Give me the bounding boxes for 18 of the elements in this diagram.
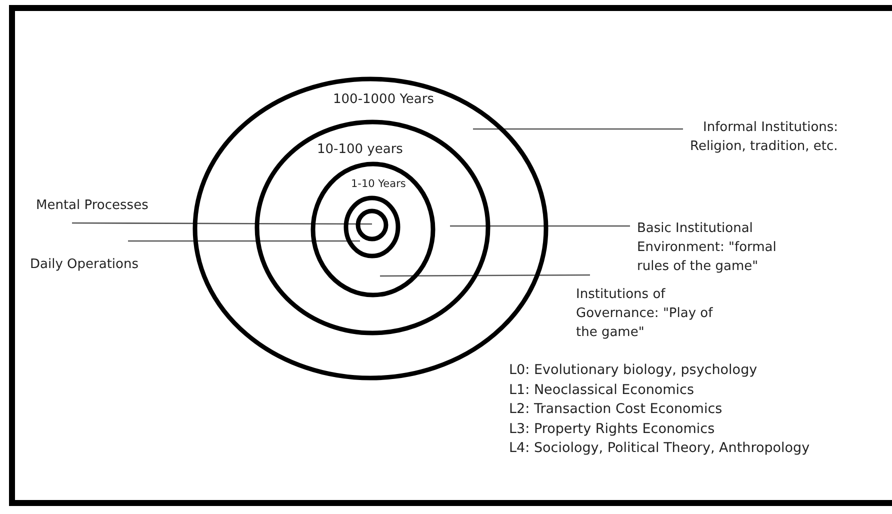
time-scale-label: 1-10 Years: [351, 177, 406, 192]
leader-line: [72, 222, 372, 225]
time-scale-label: 10-100 years: [317, 141, 403, 158]
list-item: L1: Neoclassical Economics: [509, 382, 694, 398]
leader-line: [450, 225, 630, 227]
list-item: L3: Property Rights Economics: [509, 420, 715, 436]
leader-line: [128, 240, 360, 242]
callout-text: Mental Processes: [36, 197, 150, 215]
callout-text: Basic Institutional Environment: "formal rules of the game": [637, 220, 778, 276]
callout-text: Informal Institutions: Religion, tradition, etc.: [690, 119, 840, 156]
leader-line: [380, 274, 590, 277]
callout-text: Institutions of Governance: "Play of the game": [576, 286, 714, 342]
leader-line: [473, 128, 683, 130]
list-item: L2: Transaction Cost Economics: [509, 401, 722, 417]
list-item: L0: Evolutionary biology, psychology: [509, 362, 758, 378]
time-scale-label: 100-1000 Years: [333, 91, 434, 108]
list-item: L4: Sociology, Political Theory, Anthropology: [509, 440, 810, 456]
callout-text: Daily Operations: [30, 256, 140, 274]
